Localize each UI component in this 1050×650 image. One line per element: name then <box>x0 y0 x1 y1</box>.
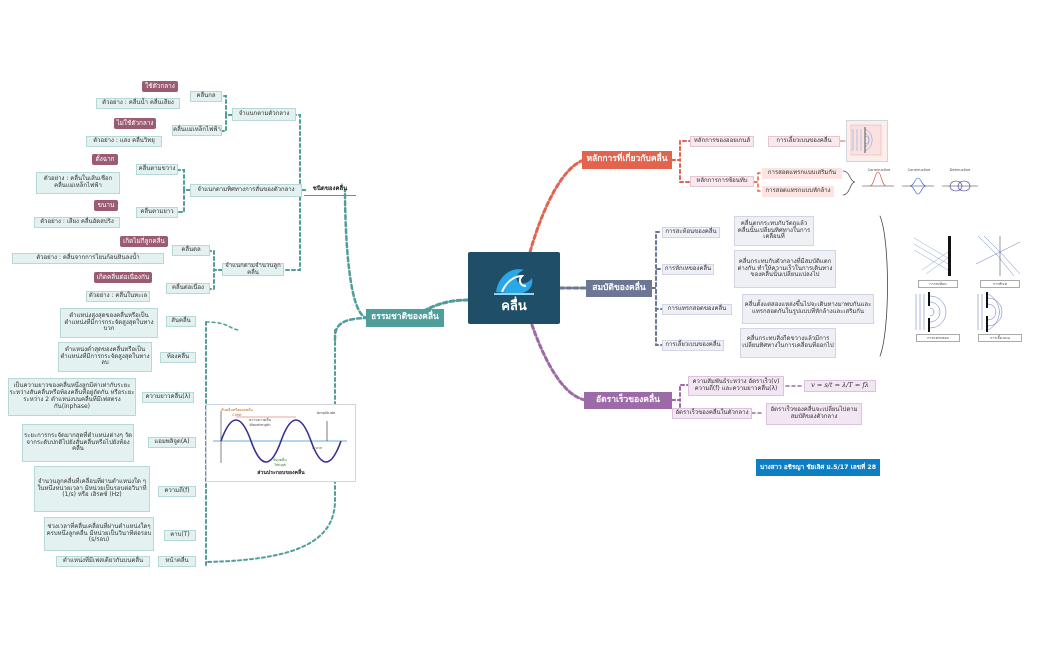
speed-relation-node[interactable]: ความสัมพันธ์ระหว่าง อัตราเร็ว(v) ความถี่… <box>688 376 784 396</box>
wavelength-node[interactable]: ความยาวคลื่น(λ) <box>142 392 194 403</box>
interference-node[interactable]: การแทรกสอดของคลื่น <box>662 304 732 315</box>
wavelength-label: ความยาวคลื่น Wavelength <box>248 418 271 427</box>
reflection-image: การสะท้อน <box>912 234 962 288</box>
wavefront-node[interactable]: หน้าคลื่น <box>158 556 196 567</box>
crest-desc: ตำแหน่งสูงสุดของคลื่นหรือเป็นตำแหน่งที่ม… <box>60 308 158 338</box>
principles-branch[interactable]: หลักการที่เกี่ยวกับคลื่น <box>582 151 672 169</box>
amplitude-label: Amplitude <box>316 411 336 415</box>
refraction-image: การหักเห <box>974 234 1024 288</box>
period-node[interactable]: คาบ(T) <box>164 530 196 541</box>
diffraction-caption: การเลี้ยวเบน <box>978 334 1022 342</box>
lambda-label: λ บวก <box>312 446 322 450</box>
speed-medium-node[interactable]: อัตราเร็วของคลื่นในตัวกลาง <box>672 408 752 419</box>
diagram-caption: ส่วนประกอบของคลื่น <box>257 470 305 476</box>
wavefront-desc: ตำแหน่งที่มีเฟสเดียวกันบนคลื่น <box>56 556 150 567</box>
huygens-image <box>846 120 888 162</box>
uses-medium-tag: ใช้ตัวกลาง <box>142 81 178 92</box>
refraction-caption: การหักเห <box>980 280 1020 288</box>
mechanical-example: ตัวอย่าง : คลื่นน้ำ คลื่นเสียง <box>96 98 180 109</box>
pulse-example: ตัวอย่าง : คลื่นจากการโยนก้อนหินลงน้ำ <box>12 253 164 264</box>
transverse-node[interactable]: คลื่นตามขวาง <box>136 164 178 175</box>
destructive-node[interactable]: การสอดแทรกแบบหักล้าง <box>762 186 834 197</box>
crest-label: สันคลื่นหรือยอดคลื่น Crest <box>221 408 253 417</box>
pulse-wave-node[interactable]: คลื่นดล <box>172 245 210 256</box>
diffraction-desc: คลื่นกระทบสิ่งกีดขวางแล้วมีการเปลี่ยนทิศ… <box>740 328 836 358</box>
frequency-node[interactable]: ความถี่(f) <box>158 486 196 497</box>
speed-branch[interactable]: อัตราเร็วของคลื่น <box>584 392 672 409</box>
destructive-label: Destructive <box>949 168 971 172</box>
constructive-node[interactable]: การสอดแทรกแบบเสริมกัน <box>762 168 842 179</box>
crest-node[interactable]: สันคลื่น <box>166 316 196 327</box>
period-desc: ช่วงเวลาที่คลื่นเคลื่อนที่ผ่านตำแหน่งใดๆ… <box>44 517 154 551</box>
wave-types-node[interactable]: ชนิดของคลื่น <box>304 184 356 196</box>
no-medium-tag: ไม่ใช้ตัวกลาง <box>114 118 156 129</box>
properties-branch[interactable]: สมบัติของคลื่น <box>586 280 652 297</box>
nature-branch[interactable]: ธรรมชาติของคลื่น <box>366 309 444 327</box>
central-title: คลื่น <box>501 298 527 314</box>
em-example: ตัวอย่าง : แสง คลื่นวิทยุ <box>86 136 162 147</box>
by-direction-node[interactable]: จำแนกตามทิศทางการสั่นของตัวกลาง <box>190 184 302 197</box>
reflection-desc: คลื่นตกกระทบกับวัตถุแล้วคลื่นนั้นเปลี่ยน… <box>734 216 814 246</box>
constructive-label-2: Constructive <box>907 168 931 172</box>
diffraction-node[interactable]: การเลี้ยวเบนของคลื่น <box>768 136 840 147</box>
amplitude-node[interactable]: แอมพลิจูด(A) <box>148 437 196 448</box>
interference-image: การแทรกสอด <box>912 290 962 344</box>
speed-formula: v = s/t = λ/T = fλ <box>804 380 876 392</box>
interference-desc: คลื่นตั้งแต่สองแหล่งขึ้นไปจะเดินทางมาพบก… <box>742 294 874 324</box>
by-medium-node[interactable]: จำแนกตามตัวกลาง <box>232 108 296 121</box>
refraction-node[interactable]: การหักเหของคลื่น <box>662 264 714 275</box>
continuous-tag: เกิดคลื่นต่อเนื่องกัน <box>94 272 152 283</box>
parallel-tag: ขนาน <box>94 200 118 211</box>
trough-label: ท้องคลื่น Trough <box>273 458 287 467</box>
refraction-desc: คลื่นกระทบกับตัวกลางที่มีสมบัติแตกต่างกั… <box>734 250 836 288</box>
superposition-node[interactable]: หลักการการซ้อนทับ <box>690 176 754 187</box>
mechanical-wave-node[interactable]: คลื่นกล <box>190 91 222 102</box>
central-topic[interactable]: คลื่น <box>468 252 560 324</box>
trough-desc: ตำแหน่งต่ำสุดของคลื่นหรือเป็นตำแหน่งที่ม… <box>58 342 152 372</box>
diffraction-image: การเลี้ยวเบน <box>974 290 1024 344</box>
continuous-example: ตัวอย่าง : คลื่นในทะเล <box>86 291 150 302</box>
amplitude-desc: ระยะการกระจัดมากสุดที่ตำแหน่งต่างๆ วัดจา… <box>22 424 134 462</box>
wave-components-diagram: สันคลื่นหรือยอดคลื่น Crest ความยาวคลื่น … <box>206 404 356 482</box>
interference-diagrams: Constructive Constructive Destructive <box>860 168 980 196</box>
author-label: นางสาว อชิรญา ชัยเลิศ ม.5/17 เลขที่ 28 <box>756 459 880 476</box>
frequency-desc: จำนวนลูกคลื่นที่เคลื่อนที่ผ่านตำแหน่งใด … <box>34 466 150 512</box>
by-count-node[interactable]: จำแนกตามจำนวนลูกคลื่น <box>222 262 284 276</box>
longitudinal-example: ตัวอย่าง : เสียง คลื่นอัดสปริง <box>34 217 120 228</box>
interference-caption: การแทรกสอด <box>916 334 960 342</box>
diffraction-prop-node[interactable]: การเลี้ยวเบนของคลื่น <box>662 340 724 351</box>
constructive-label-1: Constructive <box>867 168 891 172</box>
wave-icon <box>494 268 534 295</box>
longitudinal-node[interactable]: คลื่นตามยาว <box>136 207 178 218</box>
speed-medium-desc: อัตราเร็วของคลื่นจะเปลี่ยนไปตามสมบัติของ… <box>766 403 862 425</box>
perpendicular-tag: ตั้งฉาก <box>92 154 118 165</box>
continuous-wave-node[interactable]: คลื่นต่อเนื่อง <box>166 283 210 294</box>
few-crests-tag: เกิดไม่กี่ลูกคลื่น <box>120 236 168 247</box>
reflection-node[interactable]: การสะท้อนของคลื่น <box>662 227 720 238</box>
em-wave-node[interactable]: คลื่นแม่เหล็กไฟฟ้า <box>172 125 222 136</box>
transverse-example: ตัวอย่าง : คลื่นในเส้นเชือก คลื่นแม่เหล็… <box>36 172 120 194</box>
trough-node[interactable]: ท้องคลื่น <box>160 352 196 363</box>
huygens-node[interactable]: หลักการของฮอยเกนส์ <box>690 136 754 147</box>
wavelength-desc: เป็นความยาวของคลื่นหนึ่งลูกมีค่าเท่ากับร… <box>8 378 136 416</box>
reflection-caption: การสะท้อน <box>918 280 958 288</box>
